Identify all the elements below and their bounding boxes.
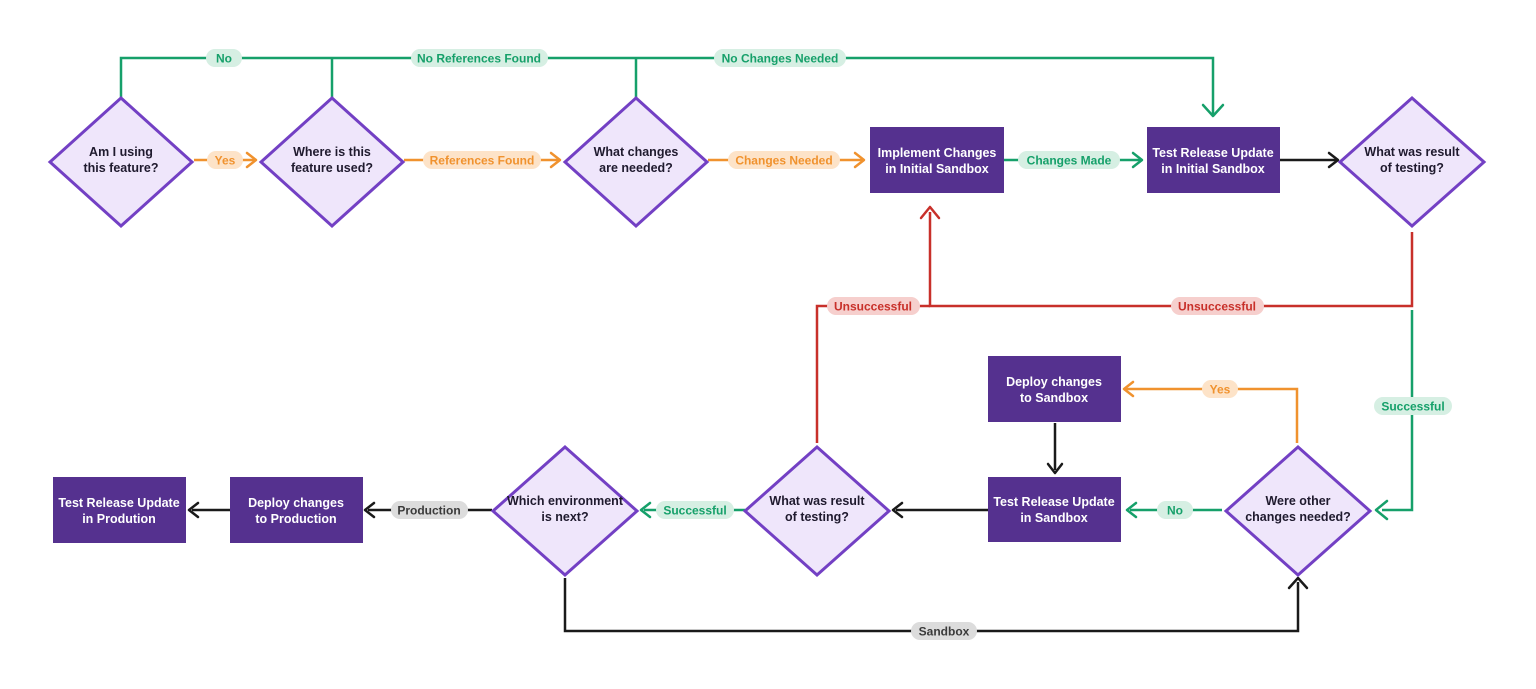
- connector-no-top: [119, 56, 1215, 114]
- process-implement-line-1: Implement Changes: [878, 146, 997, 160]
- svg-text:No Changes Needed: No Changes Needed: [722, 52, 839, 66]
- decision-result-initial-line-1: What was result: [1364, 145, 1460, 159]
- svg-text:No: No: [216, 52, 232, 66]
- decision-where-used-line-1: Where is this: [293, 145, 371, 159]
- arrowhead-changes-needed: [853, 151, 866, 169]
- decision-which-environment[interactable]: Which environment is next?: [490, 444, 640, 578]
- label-yes-1: Yes: [207, 151, 243, 169]
- decision-result-sandbox[interactable]: What was result of testing?: [742, 444, 892, 578]
- decision-result-initial-line-2: of testing?: [1380, 161, 1444, 175]
- process-deploy-production-line-2: to Production: [255, 512, 336, 526]
- arrowhead-sandbox: [1287, 576, 1309, 590]
- connector-yes-2: [1126, 387, 1299, 443]
- connector-unsuccessful-left: [815, 304, 930, 443]
- process-deploy-production[interactable]: Deploy changes to Production: [230, 477, 363, 543]
- label-no-changes-needed: No Changes Needed: [714, 49, 846, 67]
- arrowheads: [187, 103, 1389, 590]
- process-test-sandbox[interactable]: Test Release Update in Sandbox: [988, 477, 1121, 542]
- arrowhead-no-changes: [1201, 103, 1225, 118]
- decision-result-sandbox-line-2: of testing?: [785, 510, 849, 524]
- label-no-top: No: [206, 49, 242, 67]
- process-test-production[interactable]: Test Release Update in Prodution: [53, 477, 186, 543]
- decision-where-used-line-2: feature used?: [291, 161, 373, 175]
- arrowhead-test-to-result: [891, 501, 904, 519]
- svg-text:Yes: Yes: [1210, 383, 1231, 397]
- svg-text:Successful: Successful: [1381, 400, 1444, 414]
- svg-text:Unsuccessful: Unsuccessful: [834, 300, 912, 314]
- process-deploy-sandbox[interactable]: Deploy changes to Sandbox: [988, 356, 1121, 422]
- svg-text:Yes: Yes: [215, 154, 236, 168]
- svg-text:Production: Production: [397, 504, 460, 518]
- arrowhead-to-result: [1327, 151, 1340, 169]
- decision-diamonds: Am I using this feature? Where is this f…: [47, 95, 1487, 578]
- process-deploy-sandbox-line-2: to Sandbox: [1020, 391, 1088, 405]
- process-test-initial-line-1: Test Release Update: [1152, 146, 1273, 160]
- decision-which-environment-line-2: is next?: [541, 510, 588, 524]
- process-test-initial-sandbox[interactable]: Test Release Update in Initial Sandbox: [1147, 127, 1280, 193]
- decision-other-changes-line-2: changes needed?: [1245, 510, 1351, 524]
- decision-am-i-using-line-1: Am I using: [89, 145, 153, 159]
- svg-text:References Found: References Found: [430, 154, 535, 168]
- svg-text:Successful: Successful: [663, 504, 726, 518]
- svg-text:Changes Made: Changes Made: [1027, 154, 1112, 168]
- arrowhead-changes-made: [1131, 151, 1144, 169]
- process-deploy-production-line-1: Deploy changes: [248, 496, 344, 510]
- connector-unsuccessful-right: [928, 212, 1414, 308]
- edge-labels: No No References Found No Changes Needed…: [206, 49, 1452, 640]
- connector-successful-right: [1382, 310, 1414, 512]
- label-successful-bottom: Successful: [656, 501, 734, 519]
- arrowhead-successful-bottom: [639, 501, 652, 519]
- label-references-found: References Found: [423, 151, 541, 169]
- process-test-sandbox-line-2: in Sandbox: [1020, 511, 1087, 525]
- label-changes-needed: Changes Needed: [728, 151, 840, 169]
- label-unsuccessful-right: Unsuccessful: [1171, 297, 1264, 315]
- process-deploy-sandbox-line-1: Deploy changes: [1006, 375, 1102, 389]
- svg-text:Sandbox: Sandbox: [919, 625, 970, 639]
- arrowhead-no-bottom: [1125, 501, 1138, 519]
- process-test-sandbox-line-1: Test Release Update: [993, 495, 1114, 509]
- label-successful-right: Successful: [1374, 397, 1452, 415]
- label-unsuccessful-left: Unsuccessful: [827, 297, 920, 315]
- label-no-references-found: No References Found: [411, 49, 548, 67]
- decision-am-i-using[interactable]: Am I using this feature?: [47, 95, 195, 229]
- decision-what-changes-line-1: What changes: [594, 145, 679, 159]
- arrowhead-production: [363, 501, 376, 519]
- svg-text:Changes Needed: Changes Needed: [735, 154, 832, 168]
- arrowhead-deploy-to-test: [1046, 462, 1064, 475]
- arrowhead-successful-right: [1374, 499, 1389, 521]
- arrowhead-unsuccessful: [919, 205, 941, 220]
- svg-text:No References Found: No References Found: [417, 52, 541, 66]
- arrowhead-test-production: [187, 501, 200, 519]
- process-test-production-line-2: in Prodution: [82, 512, 156, 526]
- label-sandbox: Sandbox: [911, 622, 977, 640]
- process-test-production-line-1: Test Release Update: [58, 496, 179, 510]
- process-implement-changes[interactable]: Implement Changes in Initial Sandbox: [870, 127, 1004, 193]
- decision-which-environment-line-1: Which environment: [507, 494, 624, 508]
- label-changes-made: Changes Made: [1018, 151, 1120, 169]
- arrowhead-yes-2: [1122, 380, 1135, 398]
- process-boxes: Implement Changes in Initial Sandbox Tes…: [53, 127, 1280, 543]
- arrowhead-yes-1: [245, 151, 258, 169]
- decision-result-initial[interactable]: What was result of testing?: [1337, 95, 1487, 229]
- decision-where-is-feature-used[interactable]: Where is this feature used?: [258, 95, 406, 229]
- arrowhead-references-found: [549, 151, 562, 169]
- decision-what-changes-needed[interactable]: What changes are needed?: [562, 95, 710, 229]
- decision-result-sandbox-line-1: What was result: [769, 494, 865, 508]
- label-yes-2: Yes: [1202, 380, 1238, 398]
- decision-other-changes-needed[interactable]: Were other changes needed?: [1223, 444, 1373, 578]
- decision-am-i-using-line-2: this feature?: [83, 161, 158, 175]
- svg-text:No: No: [1167, 504, 1183, 518]
- process-test-initial-line-2: in Initial Sandbox: [1161, 162, 1265, 176]
- svg-text:Unsuccessful: Unsuccessful: [1178, 300, 1256, 314]
- decision-other-changes-line-1: Were other: [1265, 494, 1330, 508]
- decision-what-changes-line-2: are needed?: [599, 161, 673, 175]
- label-production: Production: [391, 501, 468, 519]
- label-no-bottom: No: [1157, 501, 1193, 519]
- process-implement-line-2: in Initial Sandbox: [885, 162, 989, 176]
